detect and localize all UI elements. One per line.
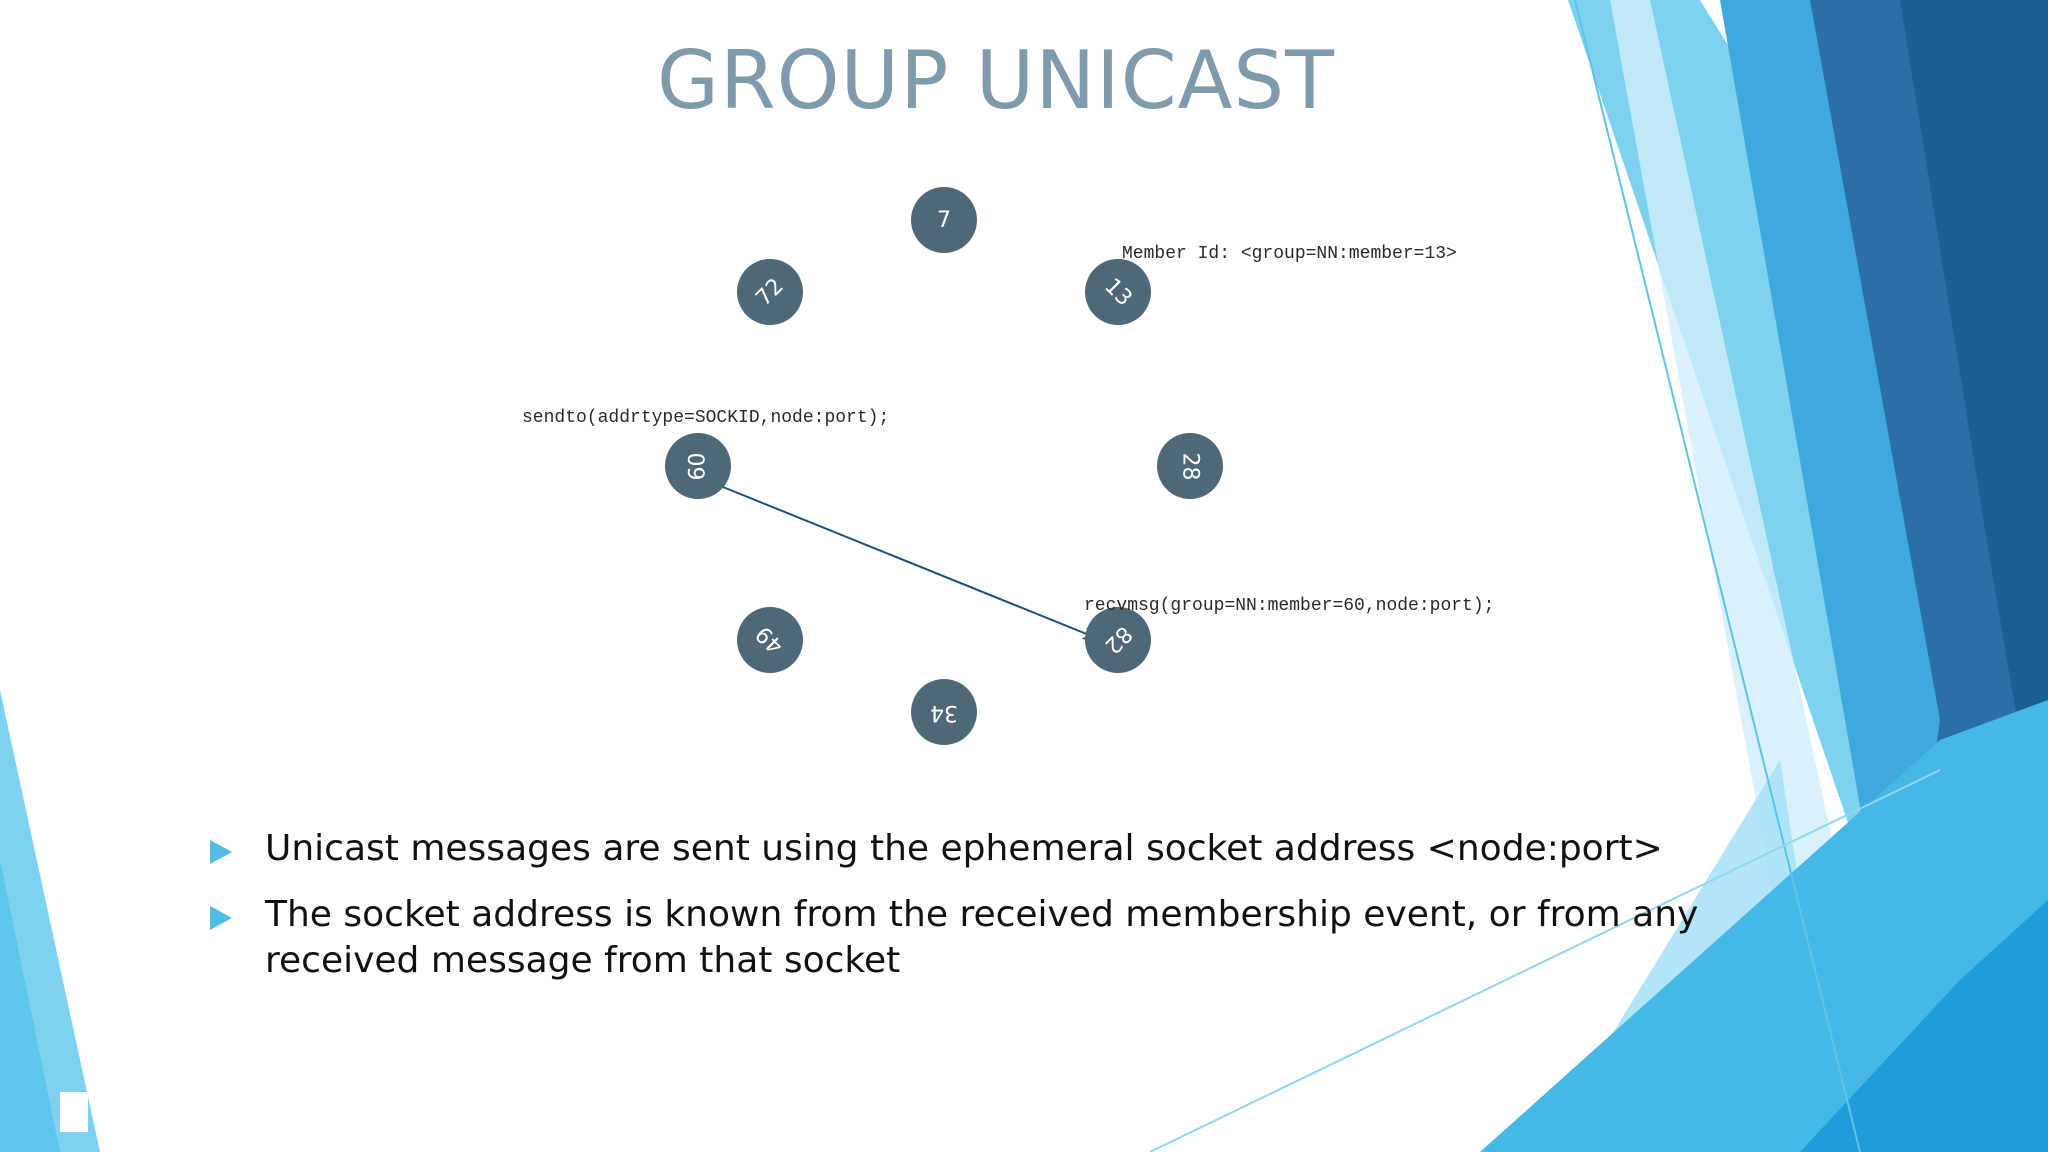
unicast-arrow (717, 484, 1094, 637)
group-member-node-72: 72 (737, 259, 804, 326)
group-member-node-49: 49 (737, 606, 804, 673)
group-member-node-60: 60 (665, 433, 731, 499)
group-member-node-34: 34 (911, 679, 977, 745)
node-label: 72 (751, 273, 789, 311)
triangle-bullet-icon (210, 840, 232, 864)
node-label: 49 (751, 621, 789, 659)
group-member-node-28: 28 (1157, 433, 1223, 499)
group-member-node-7: 7 (911, 187, 977, 253)
bullet-list: Unicast messages are sent using the ephe… (205, 826, 1825, 1004)
deco-left-panel-dark (0, 860, 60, 1152)
deco-line-1 (1574, 0, 1861, 1152)
bullet-text: The socket address is known from the rec… (265, 894, 1699, 981)
node-label: 13 (1099, 273, 1137, 311)
deco-line-2 (1149, 769, 1941, 1152)
node-label: 7 (937, 207, 951, 233)
recvmsg-label: recvmsg(group=NN:member=60,node:port); (1084, 596, 1495, 616)
slide-title: GROUP UNICAST (657, 34, 1335, 127)
group-member-node-13: 13 (1084, 259, 1151, 326)
node-label: 34 (930, 699, 958, 725)
group-member-node-82: 82 (1084, 606, 1151, 673)
node-label: 60 (685, 452, 711, 480)
deco-panel-darker (1900, 0, 2048, 900)
node-label: 82 (1099, 621, 1137, 659)
deco-left-square (60, 1092, 88, 1132)
triangle-bullet-icon (210, 906, 232, 930)
deco-panel-bottom-deep (1800, 900, 2048, 1152)
node-label: 28 (1177, 452, 1203, 480)
member-id-label: Member Id: <group=NN:member=13> (1122, 244, 1457, 264)
bullet-item: Unicast messages are sent using the ephe… (205, 826, 1825, 872)
sendto-label: sendto(addrtype=SOCKID,node:port); (522, 408, 890, 428)
bullet-text: Unicast messages are sent using the ephe… (265, 828, 1663, 869)
bullet-item: The socket address is known from the rec… (205, 892, 1825, 984)
